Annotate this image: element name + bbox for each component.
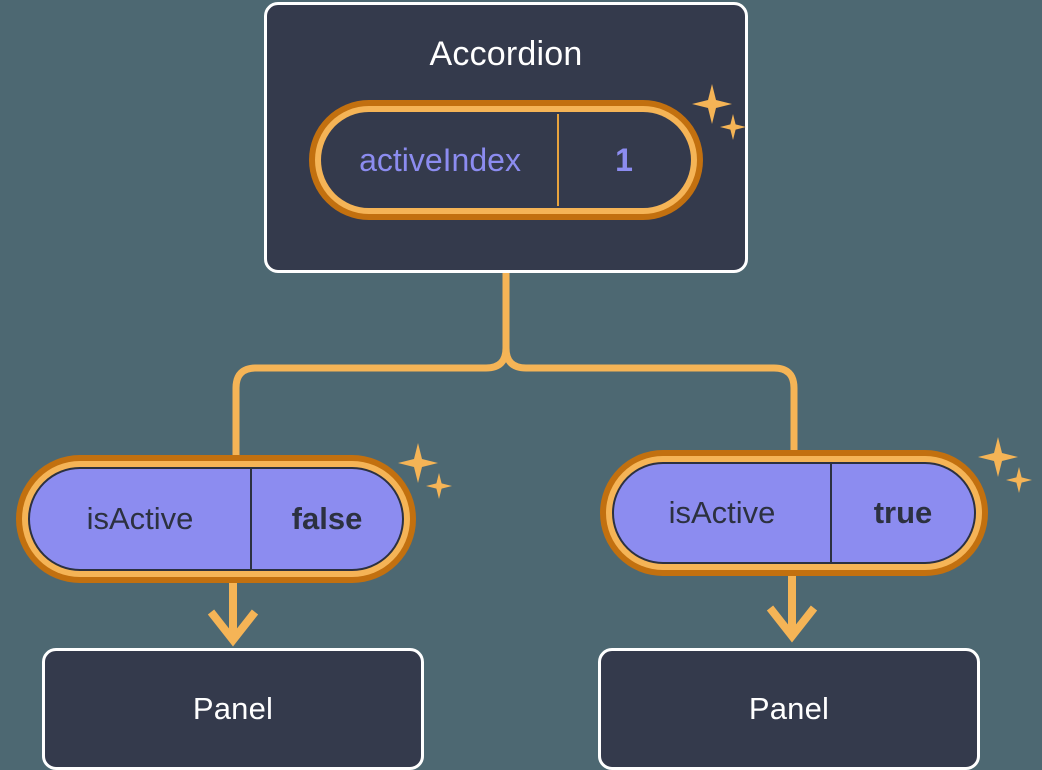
state-pill-is-active-true[interactable]: isActive true <box>600 450 988 576</box>
pill-ring-inner: isActive true <box>606 456 982 570</box>
state-pill-is-active-false[interactable]: isActive false <box>16 455 416 583</box>
sparkle-large-icon <box>398 443 438 483</box>
panel-title: Panel <box>192 691 274 726</box>
accordion-title: Accordion <box>429 35 583 73</box>
state-pill-active-index[interactable]: activeIndex 1 <box>309 100 703 220</box>
sparkle-small-icon <box>1006 467 1032 493</box>
pill-body: isActive false <box>28 467 404 571</box>
arrow-head-right <box>766 605 818 643</box>
state-key-label: activeIndex <box>323 114 559 206</box>
pill-ring-inner: activeIndex 1 <box>315 106 697 214</box>
arrow-head-left <box>207 609 259 647</box>
pill-body: isActive true <box>612 462 976 564</box>
sparkle-large-icon <box>978 437 1018 477</box>
pill-ring-inner: isActive false <box>22 461 410 577</box>
state-value-label: false <box>291 501 363 536</box>
state-key-label: isActive <box>614 464 832 562</box>
connector-branch-right <box>502 344 798 460</box>
sparkle-small-icon <box>426 473 452 499</box>
panel-component-node-right[interactable]: Panel <box>598 648 980 770</box>
state-value-label: true <box>873 495 933 530</box>
state-value-label: 1 <box>615 141 633 178</box>
panel-title: Panel <box>748 691 830 726</box>
panel-component-node-left[interactable]: Panel <box>42 648 424 770</box>
pill-body: activeIndex 1 <box>321 112 691 208</box>
connector-branch-left <box>232 344 510 464</box>
state-key-label: isActive <box>30 469 252 569</box>
